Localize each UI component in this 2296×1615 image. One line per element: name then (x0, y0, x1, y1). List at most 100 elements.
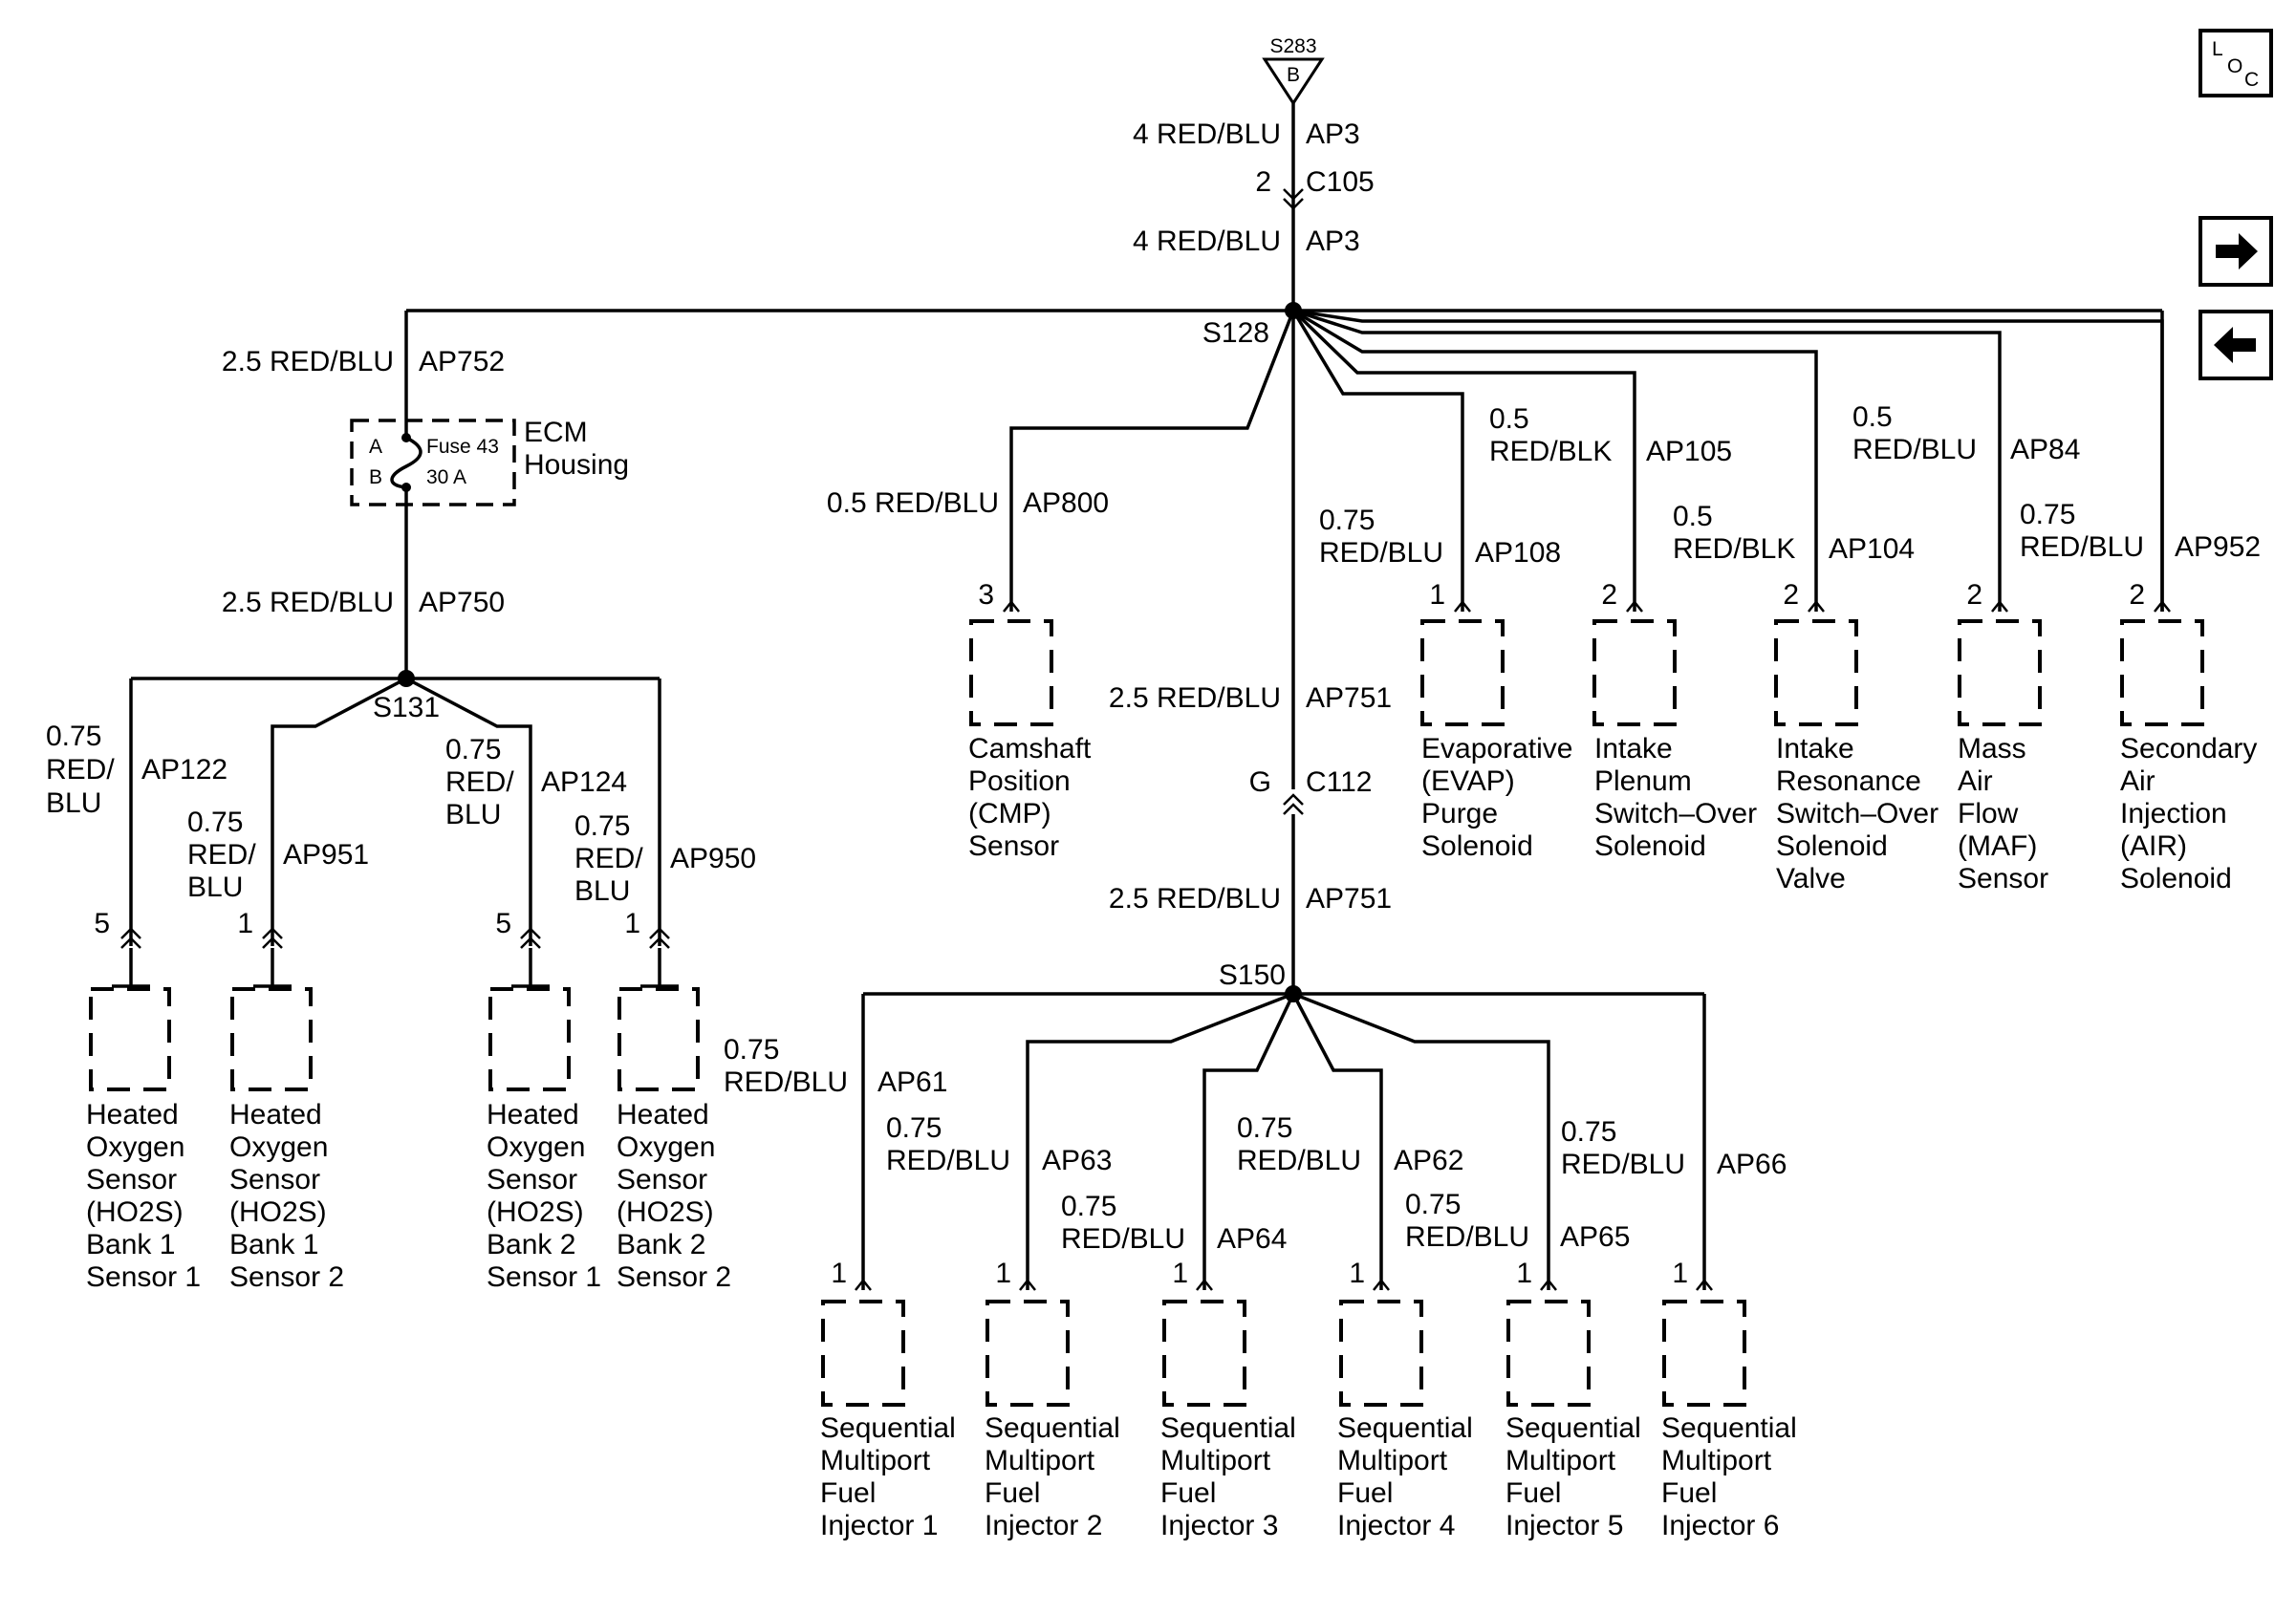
wire-ap952-g1: 0.75 (2020, 499, 2075, 530)
ho2s11-line5: Bank 1 (86, 1229, 175, 1260)
cmp-line3: (CMP) (968, 798, 1051, 829)
wire-ap3-circuit-bottom: AP3 (1306, 226, 1360, 257)
next-arrow-icon[interactable] (2199, 216, 2273, 287)
fuel-injector-3: 1 Sequential Multiport Fuel Injector 3 (1160, 1258, 1296, 1541)
wire-ap65-g1: 0.75 (1405, 1189, 1461, 1220)
wire-ap108-g1: 0.75 (1319, 505, 1375, 536)
inj2-line2: Multiport (985, 1445, 1095, 1476)
inj2-line1: Sequential (985, 1412, 1120, 1444)
maf-pin: 2 (1966, 579, 1982, 611)
wire-ap950-g3: BLU (574, 875, 630, 907)
air-line1: Secondary (2120, 733, 2257, 764)
wire-ap63-g1: 0.75 (886, 1112, 942, 1144)
wire-ap66-g2: RED/BLU (1561, 1149, 1685, 1180)
maf-line3: Flow (1958, 798, 2019, 829)
inj4-line4: Injector 4 (1337, 1510, 1455, 1541)
wire-ap124-circuit: AP124 (541, 766, 627, 798)
inj6-line1: Sequential (1661, 1412, 1797, 1444)
wire-ap124-g3: BLU (445, 799, 501, 830)
inj1-line3: Fuel (820, 1477, 876, 1509)
loc-letter-o: O (2227, 55, 2242, 77)
fuse-name: Fuse 43 (426, 436, 499, 458)
inj6-line3: Fuel (1661, 1477, 1717, 1509)
wire-ap122-g1: 0.75 (46, 721, 101, 752)
ho2s11-line3: Sensor (86, 1164, 177, 1195)
splice-s283-letter: B (1287, 64, 1300, 86)
wire-ap122-g3: BLU (46, 787, 101, 819)
wire-ap61-g1: 0.75 (724, 1034, 779, 1066)
wire-ap950-g2: RED/ (574, 843, 643, 874)
ho2s21-line2: Oxygen (487, 1131, 585, 1163)
wire-ap61-g2: RED/BLU (724, 1066, 848, 1098)
maf-line5: Sensor (1958, 863, 2048, 894)
ho2s-bank1-sensor1: 5 Heated Oxygen Sensor (HO2S) Bank 1 Sen… (86, 908, 201, 1293)
wire-ap105-circuit: AP105 (1646, 436, 1732, 467)
evap-solenoid: 1 Evaporative (EVAP) Purge Solenoid (1420, 579, 1572, 862)
wire-ap750-gauge: 2.5 RED/BLU (222, 587, 394, 618)
wire-ap950-g1: 0.75 (574, 810, 630, 842)
ho2s12-line1: Heated (229, 1099, 322, 1130)
ho2s22-line2: Oxygen (617, 1131, 715, 1163)
loc-icon[interactable]: L O C (2199, 29, 2273, 97)
cmp-sensor: 3 Camshaft Position (CMP) Sensor (968, 579, 1092, 862)
ip-line1: Intake (1594, 733, 1673, 764)
intake-resonance-valve: 2 Intake Resonance Switch–Over Solenoid … (1774, 579, 1939, 894)
air-solenoid: 2 Secondary Air Injection (AIR) Solenoid (2120, 579, 2257, 894)
wire-ap3-gauge-top: 4 RED/BLU (1133, 118, 1281, 150)
ip-line4: Solenoid (1594, 830, 1706, 862)
evap-line1: Evaporative (1421, 733, 1572, 764)
connector-c105-pin: 2 (1255, 166, 1271, 198)
inj3-line1: Sequential (1160, 1412, 1296, 1444)
wire-ap65-g2: RED/BLU (1405, 1221, 1529, 1253)
ip-pin: 2 (1601, 579, 1617, 611)
splice-s128-label: S128 (1202, 317, 1269, 349)
inj6-pin: 1 (1672, 1258, 1688, 1289)
ho2s11-line6: Sensor 1 (86, 1261, 201, 1293)
wire-ap951-g1: 0.75 (187, 807, 243, 838)
wire-ap64-g2: RED/BLU (1061, 1223, 1185, 1255)
cmp-line1: Camshaft (968, 733, 1092, 764)
wire-ap61-circuit: AP61 (877, 1066, 947, 1098)
ir-line1: Intake (1776, 733, 1854, 764)
connector-c112: G C112 (1249, 766, 1373, 815)
wire-ap66-g1: 0.75 (1561, 1116, 1616, 1148)
wire-ap952-g2: RED/BLU (2020, 531, 2144, 563)
ho2s22-line3: Sensor (617, 1164, 707, 1195)
maf-line1: Mass (1958, 733, 2026, 764)
air-pin: 2 (2129, 579, 2145, 611)
wire-ap62-circuit: AP62 (1394, 1145, 1463, 1176)
wire-ap63-circuit: AP63 (1042, 1145, 1112, 1176)
ho2s-bank2-sensor2: 1 Heated Oxygen Sensor (HO2S) Bank 2 Sen… (617, 908, 731, 1293)
wire-ap800-gauge: 0.5 RED/BLU (827, 487, 999, 519)
inj5-line4: Injector 5 (1505, 1510, 1623, 1541)
ip-line2: Plenum (1594, 765, 1692, 797)
air-line4: (AIR) (2120, 830, 2187, 862)
inj4-line1: Sequential (1337, 1412, 1473, 1444)
connector-c112-pin: G (1249, 766, 1271, 798)
maf-line2: Air (1958, 765, 1993, 797)
wire-ap124-g1: 0.75 (445, 734, 501, 765)
ho2s21-line6: Sensor 1 (487, 1261, 601, 1293)
back-arrow-icon[interactable] (2199, 310, 2273, 380)
wire-ap751-circuit-top: AP751 (1306, 682, 1392, 714)
wire-ap750-circuit: AP750 (419, 587, 505, 618)
splice-s131-label: S131 (373, 692, 440, 723)
ir-line2: Resonance (1776, 765, 1921, 797)
splice-s283: S283 B (1262, 35, 1325, 106)
inj4-pin: 1 (1349, 1258, 1365, 1289)
evap-line2: (EVAP) (1421, 765, 1515, 797)
ecm-housing-line2: Housing (524, 449, 629, 481)
ho2s12-line3: Sensor (229, 1164, 320, 1195)
fuel-injector-2: 1 Sequential Multiport Fuel Injector 2 (985, 1258, 1120, 1541)
loc-letter-c: C (2244, 69, 2259, 91)
ho2s21-line1: Heated (487, 1099, 579, 1130)
ho2s11-line2: Oxygen (86, 1131, 184, 1163)
wire-ap108-circuit: AP108 (1475, 537, 1561, 569)
inj3-line4: Injector 3 (1160, 1510, 1278, 1541)
inj5-pin: 1 (1516, 1258, 1532, 1289)
inj1-line1: Sequential (820, 1412, 956, 1444)
wire-ap84-g1: 0.5 (1852, 401, 1893, 433)
evap-pin: 1 (1429, 579, 1445, 611)
connector-c105: 2 C105 (1255, 166, 1375, 210)
